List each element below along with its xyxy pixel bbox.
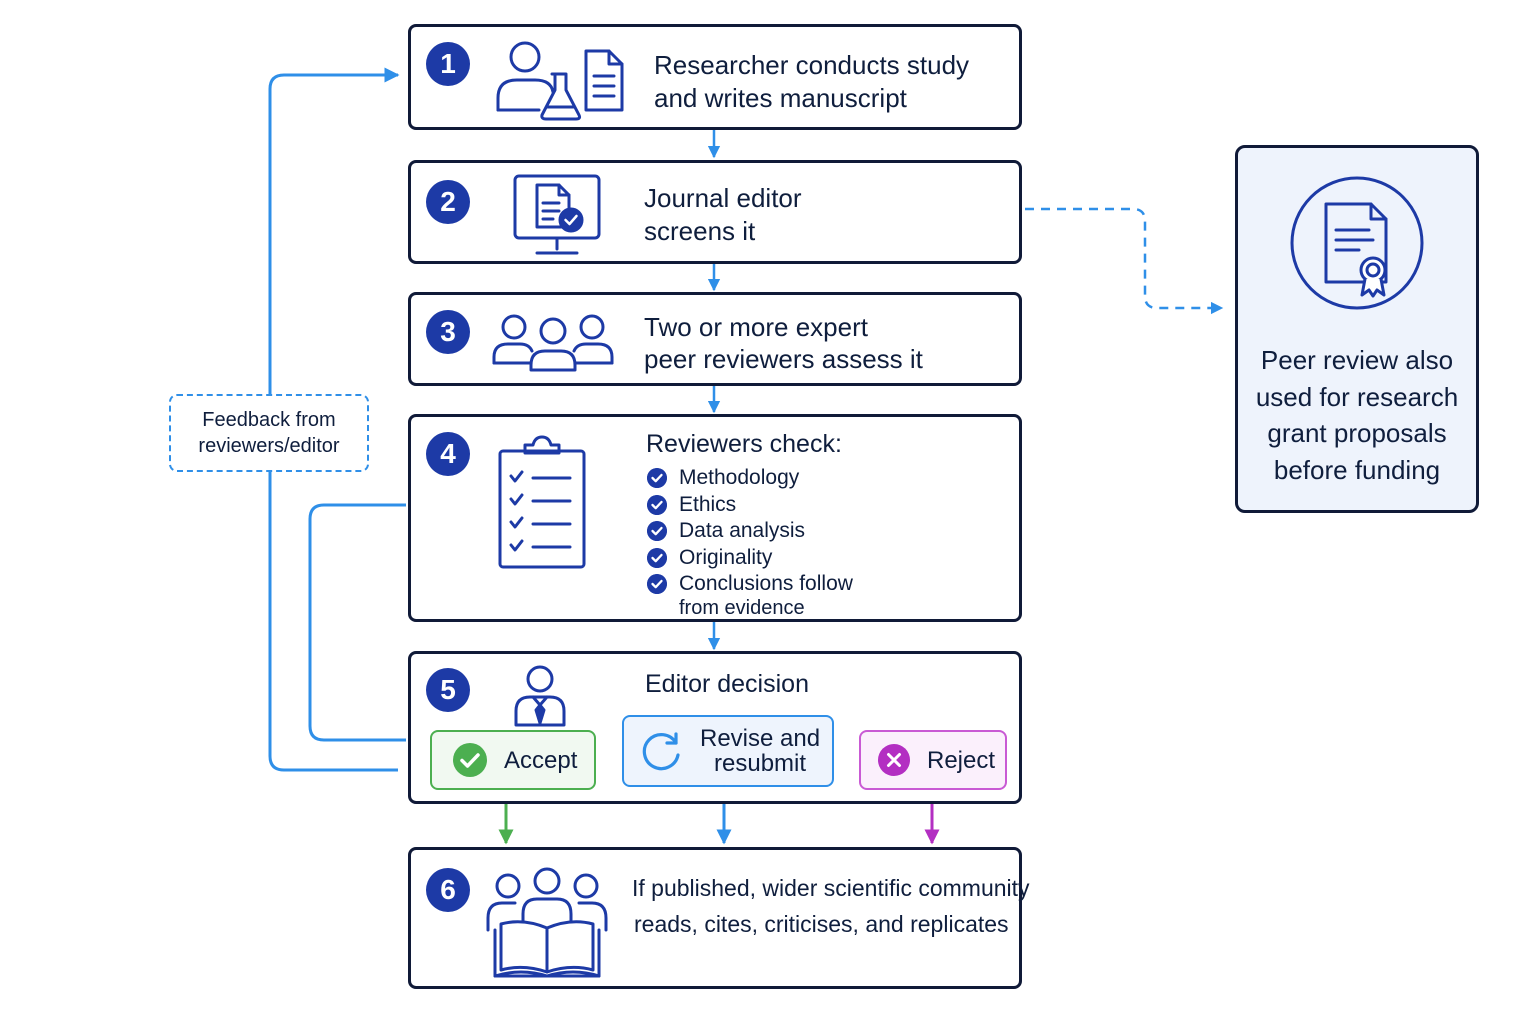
side-note-line: before funding	[1273, 454, 1441, 485]
grant-proposals-panel: Peer review also used for research grant…	[1235, 145, 1479, 513]
step-text-line: reads, cites, criticises, and replicates	[634, 911, 1009, 937]
checklist-item: Originality	[647, 545, 853, 572]
side-note-line: used for research	[1255, 381, 1459, 412]
checklist-item: Data analysis	[647, 518, 853, 545]
step-3-box: 3 Two or more expert peer reviewers asse…	[408, 292, 1022, 386]
step-text-line: Researcher conducts study	[654, 50, 970, 80]
reject-option[interactable]: Reject	[859, 730, 1007, 790]
checklist-item: Methodology	[647, 465, 853, 492]
step-text-line: Two or more expert	[644, 312, 868, 342]
step-4-box: 4 Reviewers check: Methodology Ethics Da…	[408, 414, 1022, 622]
revise-label-line: Revise and	[700, 725, 821, 752]
feedback-label-box: Feedback from reviewers/editor	[169, 394, 369, 472]
step-number: 2	[426, 180, 470, 224]
monitor-document-check-icon	[513, 174, 601, 255]
step-1-box: 1 Researcher conducts study and writes m…	[408, 24, 1022, 130]
checklist-item-label: Originality	[679, 545, 773, 569]
check-circle-icon	[647, 494, 667, 515]
reviewers-group-icon	[492, 314, 614, 372]
editor-person-icon	[514, 665, 566, 727]
side-note-line: Peer review also	[1260, 345, 1454, 375]
revise-label-line: resubmit	[714, 750, 807, 777]
certificate-document-icon	[1290, 176, 1424, 310]
accept-option[interactable]: Accept	[430, 730, 596, 790]
check-circle-icon	[647, 521, 667, 541]
check-circle-icon	[647, 547, 667, 568]
checklist-item-label: Data analysis	[679, 519, 806, 542]
feedback-line: reviewers/editor	[198, 435, 340, 457]
close-circle-icon	[878, 744, 910, 776]
community-open-book-icon	[486, 867, 608, 978]
checklist-item-label: Ethics	[679, 492, 737, 516]
refresh-icon	[642, 732, 680, 771]
checklist-item: Ethics	[647, 492, 853, 519]
checklist-item-label: Methodology	[679, 466, 800, 489]
step-number: 4	[426, 432, 470, 476]
dashed-link-to-side	[1025, 207, 1224, 315]
step-text-line: and writes manuscript	[654, 83, 907, 113]
revise-option[interactable]: Revise and resubmit	[622, 715, 834, 787]
clipboard-checklist-icon	[498, 435, 586, 569]
step-2-text: Journal editor screens it	[644, 182, 802, 248]
side-note-text: Peer review also used for research grant…	[1238, 342, 1476, 488]
checklist-item: Conclusions follow from evidence	[647, 571, 853, 618]
feedback-line: Feedback from	[202, 409, 336, 431]
reject-label: Reject	[927, 746, 996, 774]
step-2-box: 2 Journal editor screens it	[408, 160, 1022, 264]
step-6-box: 6 If published, wider scientific communi…	[408, 847, 1030, 989]
step-text-line: If published, wider scientific community	[632, 875, 1030, 901]
step-number: 1	[426, 42, 470, 86]
checklist-item-label: Conclusions follow	[679, 572, 853, 595]
editor-decision-heading: Editor decision	[645, 670, 809, 698]
researcher-flask-document-icon	[496, 41, 624, 121]
step-3-text: Two or more expert peer reviewers assess…	[644, 311, 923, 375]
step-5-box: 5 Editor decision Accept Revise and resu…	[408, 651, 1022, 804]
step-number: 6	[426, 868, 470, 912]
revise-label: Revise and resubmit	[700, 726, 820, 776]
check-circle-icon	[647, 574, 667, 594]
step-text-line: screens it	[644, 216, 756, 246]
step-6-text: If published, wider scientific community…	[632, 870, 1030, 942]
check-circle-icon	[453, 743, 487, 777]
accept-label: Accept	[504, 746, 578, 774]
step-number: 3	[426, 310, 470, 354]
step4-to-decision-path	[308, 503, 406, 742]
check-circle-icon	[647, 468, 667, 488]
reviewers-checklist: Methodology Ethics Data analysis Origina…	[647, 465, 853, 618]
side-note-line: grant proposals	[1267, 418, 1447, 448]
step-1-text: Researcher conducts study and writes man…	[654, 49, 969, 115]
step-number: 5	[426, 668, 470, 712]
step-text-line: Journal editor	[644, 183, 802, 213]
reviewers-check-heading: Reviewers check:	[646, 430, 842, 458]
step-text-line: peer reviewers assess it	[644, 344, 923, 374]
checklist-item-continuation: from evidence	[679, 596, 805, 619]
